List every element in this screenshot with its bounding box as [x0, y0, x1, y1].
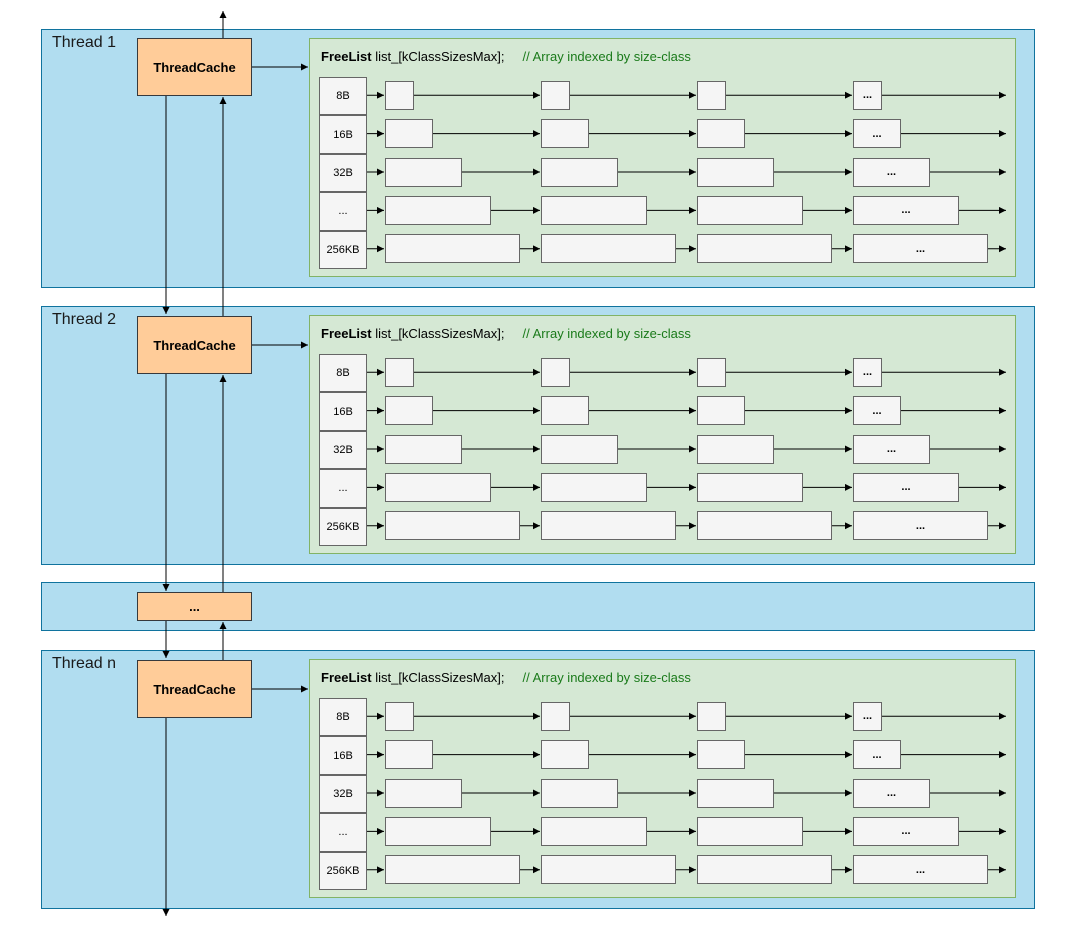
freelist-block: [541, 434, 618, 464]
freelist-block-more: ...: [853, 778, 930, 808]
freelist-type: FreeList: [321, 49, 372, 64]
freelist-block: [697, 157, 774, 187]
freelist-block: [385, 157, 462, 187]
freelist-block: [697, 740, 745, 770]
freelist-block: [541, 701, 570, 731]
freelist-block: [385, 119, 433, 149]
size-class-cell: ...: [319, 469, 367, 508]
freelist-block: [541, 80, 570, 110]
freelist-block: [697, 816, 803, 846]
size-class-cell: 32B: [319, 153, 367, 193]
freelist-block: [541, 396, 589, 426]
freelist-block: [541, 357, 570, 387]
freelist-block: [697, 396, 745, 426]
size-class-cell: 16B: [319, 736, 367, 775]
freelist-block: [541, 195, 647, 225]
freelist-array-decl: list_[kClassSizesMax];: [375, 49, 505, 64]
freelist-block: [697, 357, 726, 387]
freelist-block: [697, 234, 832, 264]
freelist-block: [385, 434, 462, 464]
freelist-block-more: ...: [853, 396, 901, 426]
freelist-block-more: ...: [853, 234, 988, 264]
freelist-block: [541, 119, 589, 149]
freelist-block: [697, 80, 726, 110]
thread-cache-ellipsis: ...: [137, 592, 252, 621]
size-class-cell: 32B: [319, 430, 367, 470]
freelist-block: [385, 778, 462, 808]
freelist-block: [541, 157, 618, 187]
freelist-block-more: ...: [853, 157, 930, 187]
freelist-block: [697, 119, 745, 149]
freelist-block-more: ...: [853, 80, 882, 110]
thread-label: Thread n: [52, 655, 117, 672]
thread-cache-box: ThreadCache: [137, 316, 252, 374]
freelist-block: [697, 195, 803, 225]
freelist-block: [385, 511, 520, 541]
freelist-block: [697, 434, 774, 464]
freelist-block: [697, 701, 726, 731]
size-class-cell: 256KB: [319, 851, 367, 890]
thread-label: Thread 2: [52, 311, 117, 328]
freelist-block-more: ...: [853, 816, 959, 846]
freelist-block: [697, 855, 832, 885]
freelist-declaration: FreeList list_[kClassSizesMax]; // Array …: [321, 49, 691, 64]
freelist-block: [541, 511, 676, 541]
freelist-block-more: ...: [853, 195, 959, 225]
freelist-array-decl: list_[kClassSizesMax];: [375, 326, 505, 341]
freelist-comment: // Array indexed by size-class: [522, 670, 691, 685]
freelist-type: FreeList: [321, 326, 372, 341]
freelist-block: [385, 396, 433, 426]
freelist-block-more: ...: [853, 472, 959, 502]
size-class-cell: 256KB: [319, 507, 367, 546]
freelist-block-more: ...: [853, 701, 882, 731]
freelist-block: [385, 816, 491, 846]
freelist-type: FreeList: [321, 670, 372, 685]
freelist-block: [541, 816, 647, 846]
size-class-cell: ...: [319, 813, 367, 852]
freelist-block: [385, 740, 433, 770]
size-class-cell: 8B: [319, 354, 367, 393]
freelist-comment: // Array indexed by size-class: [522, 326, 691, 341]
freelist-block-more: ...: [853, 434, 930, 464]
size-class-cell: 256KB: [319, 230, 367, 269]
freelist-block: [541, 778, 618, 808]
freelist-block: [385, 234, 520, 264]
freelist-block: [385, 701, 414, 731]
freelist-comment: // Array indexed by size-class: [522, 49, 691, 64]
freelist-block: [385, 80, 414, 110]
freelist-block-more: ...: [853, 855, 988, 885]
freelist-block: [541, 472, 647, 502]
size-class-cell: ...: [319, 192, 367, 231]
freelist-block: [541, 740, 589, 770]
freelist-block: [385, 357, 414, 387]
freelist-block: [385, 195, 491, 225]
freelist-block-more: ...: [853, 740, 901, 770]
freelist-block-more: ...: [853, 357, 882, 387]
thread-label: Thread 1: [52, 34, 117, 51]
freelist-block: [385, 472, 491, 502]
size-class-cell: 16B: [319, 115, 367, 154]
freelist-block: [541, 855, 676, 885]
size-class-cell: 8B: [319, 698, 367, 737]
size-class-cell: 16B: [319, 392, 367, 431]
freelist-block: [697, 511, 832, 541]
freelist-block-more: ...: [853, 511, 988, 541]
freelist-block: [697, 778, 774, 808]
freelist-declaration: FreeList list_[kClassSizesMax]; // Array …: [321, 670, 691, 685]
freelist-array-decl: list_[kClassSizesMax];: [375, 670, 505, 685]
freelist-block-more: ...: [853, 119, 901, 149]
freelist-block: [697, 472, 803, 502]
thread-cache-box: ThreadCache: [137, 38, 252, 96]
size-class-cell: 8B: [319, 77, 367, 116]
freelist-block: [541, 234, 676, 264]
freelist-block: [385, 855, 520, 885]
thread-cache-box: ThreadCache: [137, 660, 252, 718]
size-class-cell: 32B: [319, 774, 367, 814]
freelist-declaration: FreeList list_[kClassSizesMax]; // Array …: [321, 326, 691, 341]
